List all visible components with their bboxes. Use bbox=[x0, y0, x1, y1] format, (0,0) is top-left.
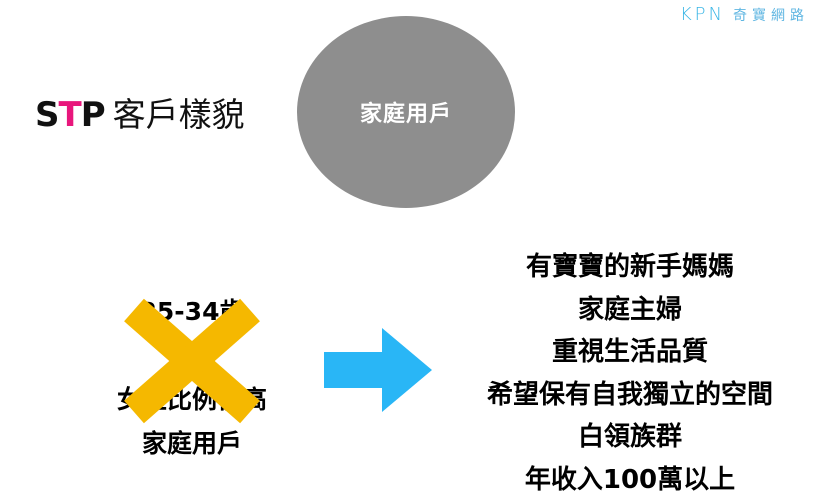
circle-label: 家庭用戶 bbox=[359, 102, 452, 127]
new-persona-list: 有寶寶的新手媽媽 家庭主婦 重視生活品質 希望保有自我獨立的空間 白領族群 年收… bbox=[440, 246, 820, 501]
old-persona-item: 家庭用戶 bbox=[141, 429, 242, 458]
title-stp: STP bbox=[35, 95, 106, 135]
new-persona-item: 希望保有自我獨立的空間 bbox=[486, 379, 773, 410]
new-persona-item: 家庭主婦 bbox=[577, 294, 682, 325]
cross-stroke-2 bbox=[124, 298, 260, 424]
new-persona-item: 有寶寶的新手媽媽 bbox=[525, 252, 734, 282]
slide-title: STP 客戶樣貌 bbox=[35, 88, 245, 136]
brand-logo-area: KPN 奇寶網路 bbox=[680, 4, 809, 25]
new-persona-item: 白領族群 bbox=[577, 422, 682, 452]
new-persona-item: 重視生活品質 bbox=[551, 337, 708, 367]
arrow-shape bbox=[324, 328, 432, 412]
brand-logo-mark: KPN bbox=[679, 4, 725, 25]
arrow-right-icon bbox=[324, 328, 432, 412]
title-text: 客戶樣貌 bbox=[112, 95, 245, 134]
brand-name: 奇寶網路 bbox=[733, 7, 809, 24]
cross-out-icon bbox=[124, 298, 260, 424]
segment-circle: 家庭用戶 bbox=[297, 16, 515, 208]
new-persona-item: 年收入100萬以上 bbox=[524, 464, 736, 495]
